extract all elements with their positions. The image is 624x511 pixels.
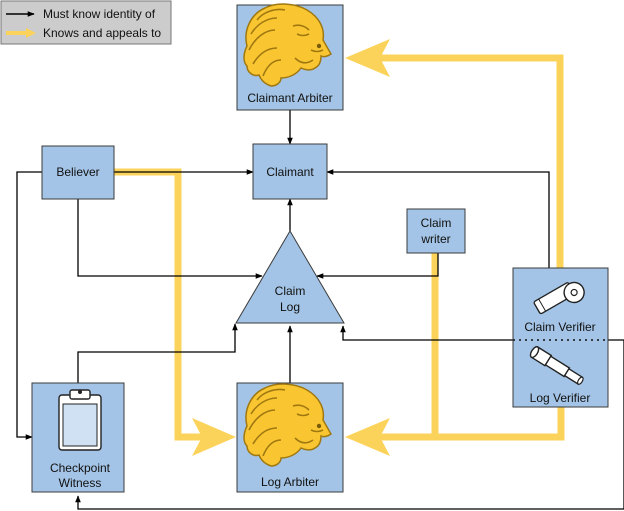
legend: Must know identity of Knows and appeals … <box>0 0 172 45</box>
appeal-arrowhead-left-logarbiter <box>192 418 236 456</box>
arrow-claimverifier-claimant <box>326 169 550 268</box>
claim-verifier-label: Claim Verifier <box>524 320 595 334</box>
claim-log-label-line1: Claim <box>275 284 306 298</box>
claim-writer-label-line1: Claim <box>421 216 452 230</box>
clipboard-icon <box>58 389 102 451</box>
legend-identity-label: Must know identity of <box>43 7 156 21</box>
believer-label: Believer <box>56 165 99 179</box>
arrow-verifier-claimlog <box>340 325 513 341</box>
node-claim-writer[interactable]: Claim writer <box>406 208 466 254</box>
claimant-label: Claimant <box>266 165 314 179</box>
identity-arrows <box>16 110 624 510</box>
node-log-arbiter[interactable]: Log Arbiter <box>236 382 344 493</box>
legend-box <box>0 0 172 45</box>
arrow-verifier-witness <box>75 339 624 510</box>
arrow-claimwriter-claimlog <box>316 253 439 279</box>
appeal-arrowheads <box>192 39 390 456</box>
appeal-arrows <box>114 54 565 441</box>
legend-appeal-arrowhead <box>26 28 36 38</box>
arrow-witness-claimlog <box>77 323 238 383</box>
arrow-believer-witness <box>16 171 42 440</box>
log-verifier-label: Log Verifier <box>530 391 591 405</box>
node-claimant[interactable]: Claimant <box>252 143 328 200</box>
claimant-arbiter-label: Claimant Arbiter <box>247 91 332 105</box>
appeal-arrow-believer-logarbiter <box>114 168 205 441</box>
node-believer[interactable]: Believer <box>41 145 115 200</box>
claim-log-label-line2: Log <box>280 300 300 314</box>
checkpoint-witness-label-line1: Checkpoint <box>50 461 111 475</box>
node-checkpoint-witness[interactable]: Checkpoint Witness <box>31 382 125 493</box>
checkpoint-witness-label-line2: Witness <box>59 476 102 490</box>
appeal-arrow-logverifier-logarbiter <box>513 407 565 441</box>
claim-writer-label-line2: writer <box>420 232 450 246</box>
whistle-icon <box>533 281 585 315</box>
node-claimant-arbiter[interactable]: Claimant Arbiter <box>236 3 344 111</box>
arrow-believer-claimlog <box>77 199 263 279</box>
log-arbiter-label: Log Arbiter <box>261 475 319 489</box>
telescope-icon <box>529 346 584 386</box>
appeal-arrowhead-right-logarbiter <box>345 418 390 456</box>
legend-appeal-label: Knows and appeals to <box>43 26 161 40</box>
node-verifier[interactable]: Claim Verifier Log Verifier <box>512 267 609 408</box>
appeal-arrow-claimverifier-claimantarbiter <box>378 54 564 268</box>
appeal-arrowhead-claimantarbiter <box>345 39 390 77</box>
node-claim-log[interactable]: Claim Log <box>235 230 345 324</box>
